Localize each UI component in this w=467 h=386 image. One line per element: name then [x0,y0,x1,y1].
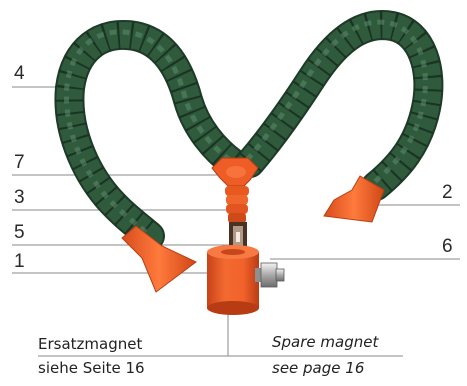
caption-en-line1: Spare magnet [272,335,378,350]
caption-en-line2: see page 16 [272,361,364,376]
stem-segments [225,186,249,223]
inlet-fitting [255,263,284,287]
y-splitter [212,158,258,186]
callout-6: 6 [442,237,453,256]
callout-7: 7 [14,153,25,172]
callout-3: 3 [14,188,25,207]
left-hose [66,32,233,236]
callout-5: 5 [14,223,25,242]
callout-4: 4 [14,64,25,83]
callout-1: 1 [14,252,25,271]
magnetic-base [207,245,259,315]
right-hose [247,22,428,186]
callout-2: 2 [442,183,453,202]
caption-de-line1: Ersatzmagnet [38,337,142,352]
caption-de-line2: siehe Seite 16 [38,361,145,376]
